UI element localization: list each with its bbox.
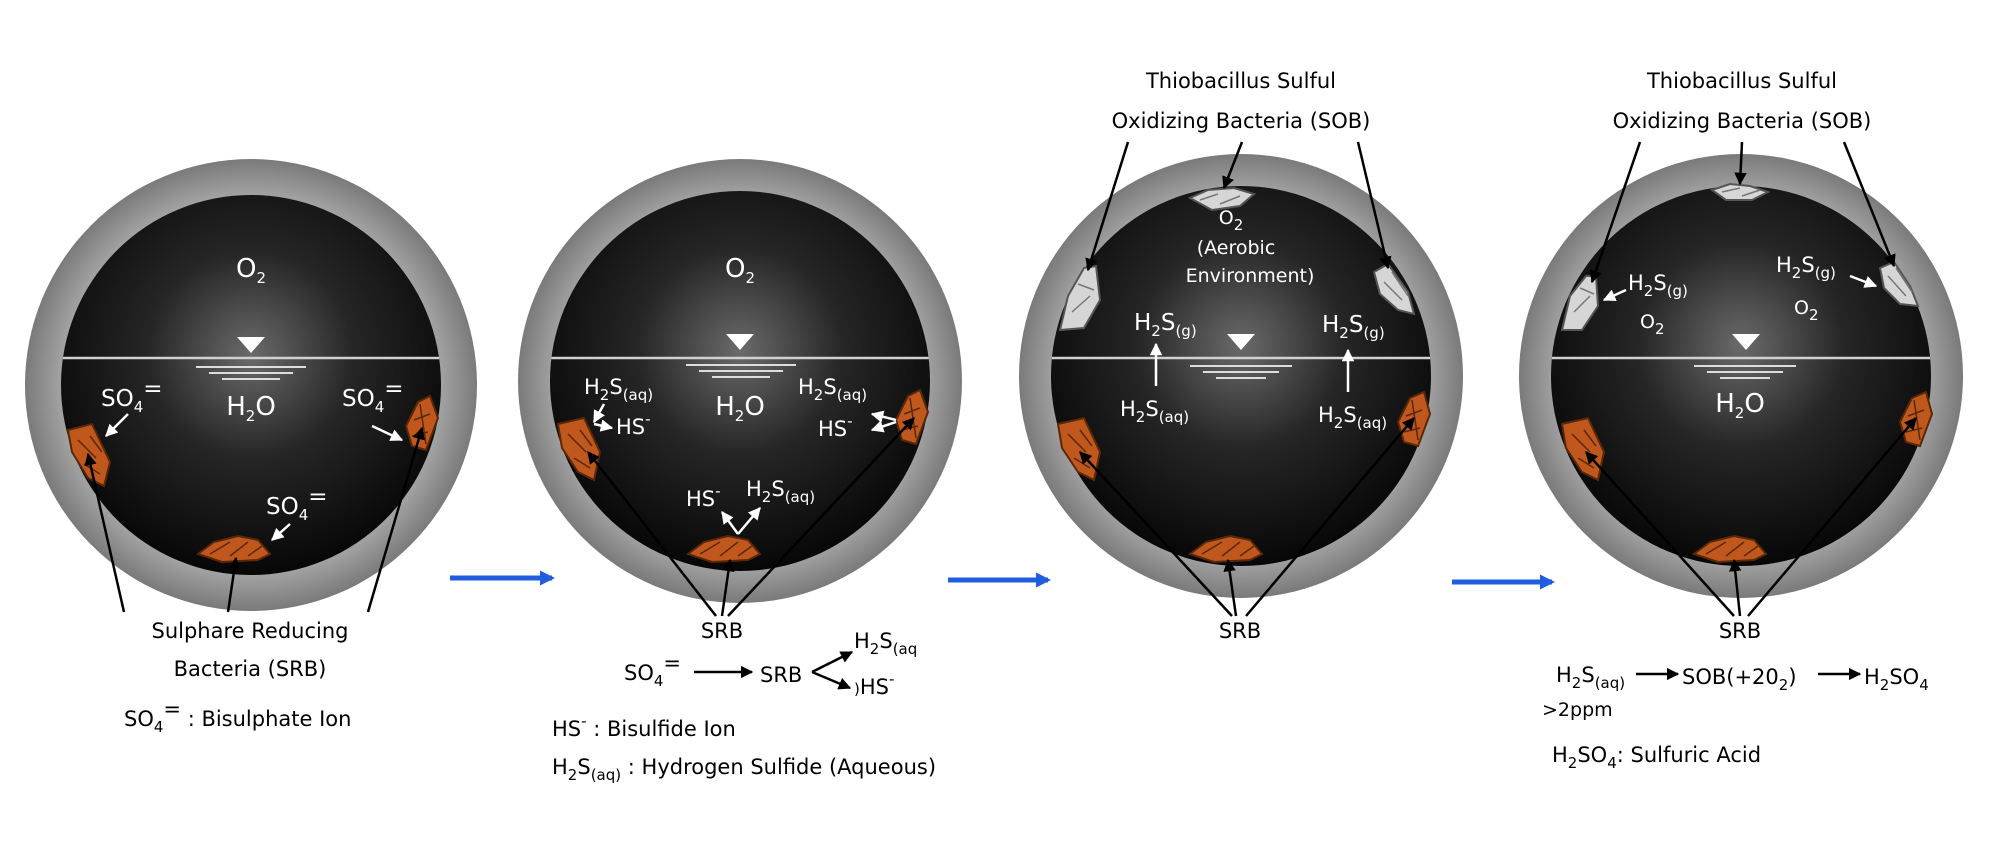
water-level-lines — [1694, 365, 1796, 379]
reaction-product1: H2S(aq — [854, 629, 917, 658]
srb-label: SRB — [1719, 619, 1761, 643]
srb-colony-bottom — [1691, 534, 1768, 564]
pipe-interior — [61, 195, 441, 575]
legend-bisulphate: SO4= : Bisulphate Ion — [124, 697, 351, 736]
pipe-interior — [1551, 186, 1931, 566]
sob-colony-top — [1187, 186, 1257, 212]
reaction-note: >2ppm — [1542, 699, 1613, 721]
water-level-icon — [1227, 334, 1255, 350]
env-line1: (Aerobic — [1197, 237, 1276, 259]
legend-bisulfide: HS- : Bisulfide Ion — [552, 712, 736, 741]
stage-2: O2 H2O H2S(aq) HS- H2S(aq) HS- HS- H2S(a… — [518, 159, 962, 784]
water-level-icon — [1732, 334, 1760, 350]
srb-label: SRB — [701, 619, 743, 643]
reaction-mid: SRB — [760, 663, 802, 687]
legend-hydrogen-sulfide: H2S(aq) : Hydrogen Sulfide (Aqueous) — [552, 755, 936, 784]
srb-label: SRB — [1219, 619, 1261, 643]
sob-colony-right — [1878, 260, 1920, 308]
water-level-lines — [196, 366, 306, 380]
pipe-interior — [1051, 186, 1431, 566]
srb-colony-bottom — [195, 534, 272, 564]
sob-title-line1: Thiobacillus Sulful — [1646, 69, 1837, 93]
hs-left-label: HS- — [616, 410, 651, 439]
water-level-lines — [686, 364, 796, 378]
sob-title-line2: Oxidizing Bacteria (SOB) — [1112, 109, 1371, 133]
water-label: H2O — [715, 392, 765, 425]
water-level-lines — [1190, 365, 1292, 379]
caption-line2: Bacteria (SRB) — [174, 657, 327, 681]
reaction-product2: )HS- — [854, 670, 894, 699]
sob-title-line1: Thiobacillus Sulful — [1145, 69, 1336, 93]
sob-title-line2: Oxidizing Bacteria (SOB) — [1613, 109, 1872, 133]
hs-right-label: HS- — [818, 412, 853, 441]
sob-colony-top — [1709, 182, 1771, 201]
water-label: H2O — [1715, 389, 1765, 422]
reaction-mid: SOB(+202) — [1682, 665, 1797, 694]
reaction-reactant: H2S(aq) — [1556, 663, 1625, 692]
stage-4: Thiobacillus Sulful Oxidizing Bacteria (… — [1519, 69, 1963, 772]
srb-colony-left — [1056, 416, 1102, 482]
top-gas-label: O2 — [236, 254, 266, 287]
legend-sulfuric-acid: H2SO4: Sulfuric Acid — [1552, 743, 1761, 772]
srb-colony-bottom — [1187, 534, 1264, 564]
caption-line1: Sulphare Reducing — [152, 619, 349, 643]
reaction-reactant: SO4= — [624, 651, 681, 690]
stage-1: O2 H2O SO4= SO4= SO4= Sulphare Reducing … — [25, 159, 477, 736]
srb-colony-bottom — [685, 534, 762, 564]
reaction-product: H2SO4 — [1864, 665, 1929, 694]
srb-colony-right — [894, 388, 930, 446]
env-line2: Environment) — [1186, 265, 1315, 287]
pipe-interior — [550, 191, 930, 571]
hs-bottom-label: HS- — [686, 482, 721, 511]
water-level-icon — [726, 334, 754, 350]
stage-3: Thiobacillus Sulful Oxidizing Bacteria (… — [1019, 69, 1463, 643]
water-level-icon — [237, 337, 265, 353]
